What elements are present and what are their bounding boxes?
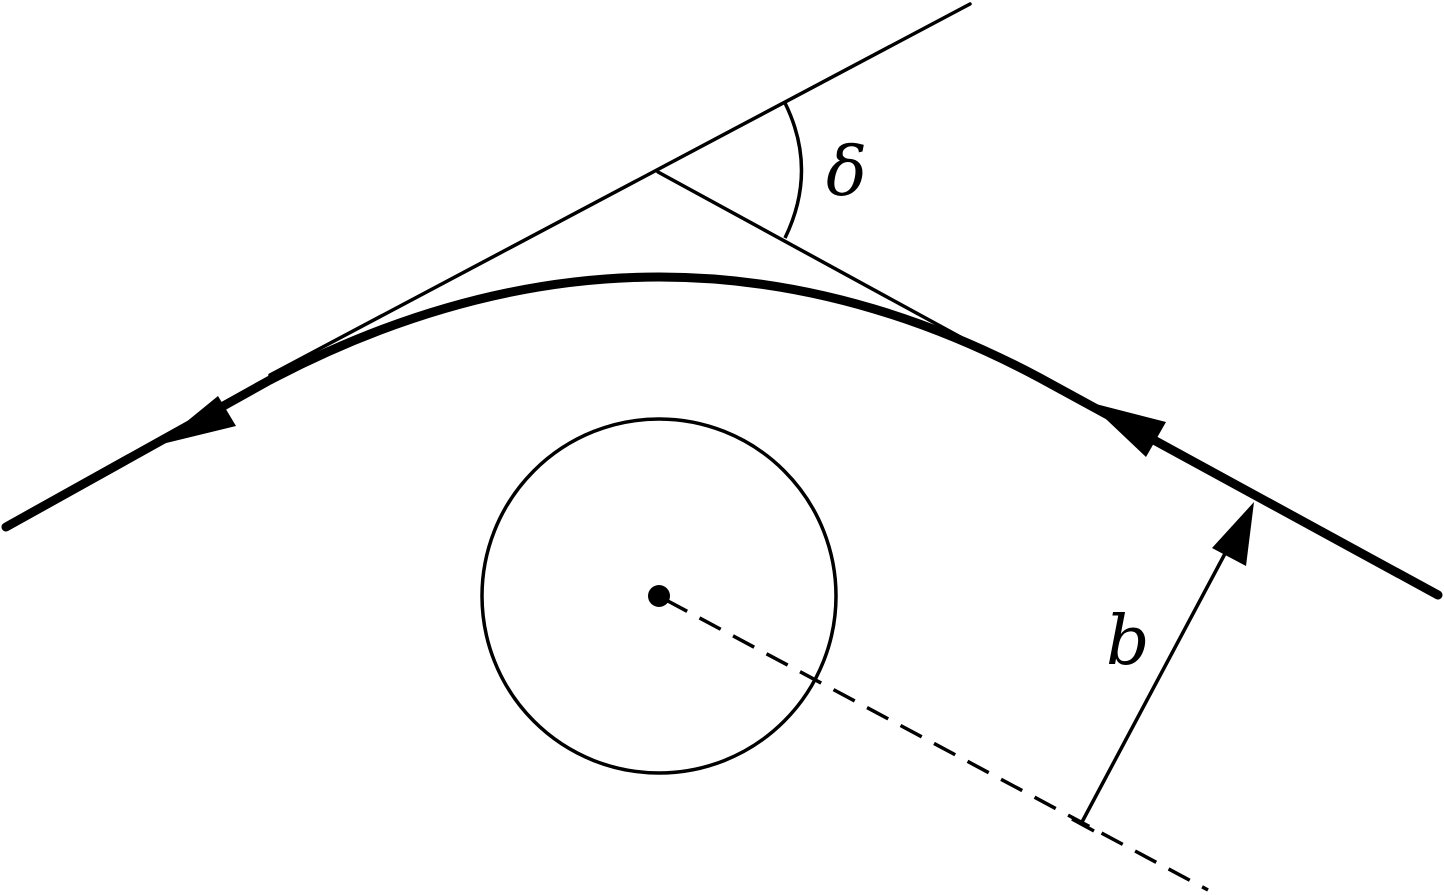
impact-parameter-arrowhead: [1212, 502, 1254, 566]
deflection-angle-label: δ: [826, 133, 867, 212]
scatterer-center-dot: [648, 585, 670, 607]
center-reference-dashed-line: [665, 598, 1209, 892]
impact-parameter-tick: [1071, 817, 1095, 833]
outgoing-direction-arrowhead: [158, 396, 236, 445]
scatterer-circle: [480, 417, 838, 775]
incoming-direction-arrowhead: [1088, 402, 1166, 457]
impact-parameter-label: b: [1106, 602, 1150, 681]
impact-parameter-line: [1080, 547, 1230, 823]
deflection-angle-arc: [783, 102, 804, 239]
outgoing-asymptote-line: [268, 2, 972, 377]
particle-trajectory: [1, 272, 1443, 600]
